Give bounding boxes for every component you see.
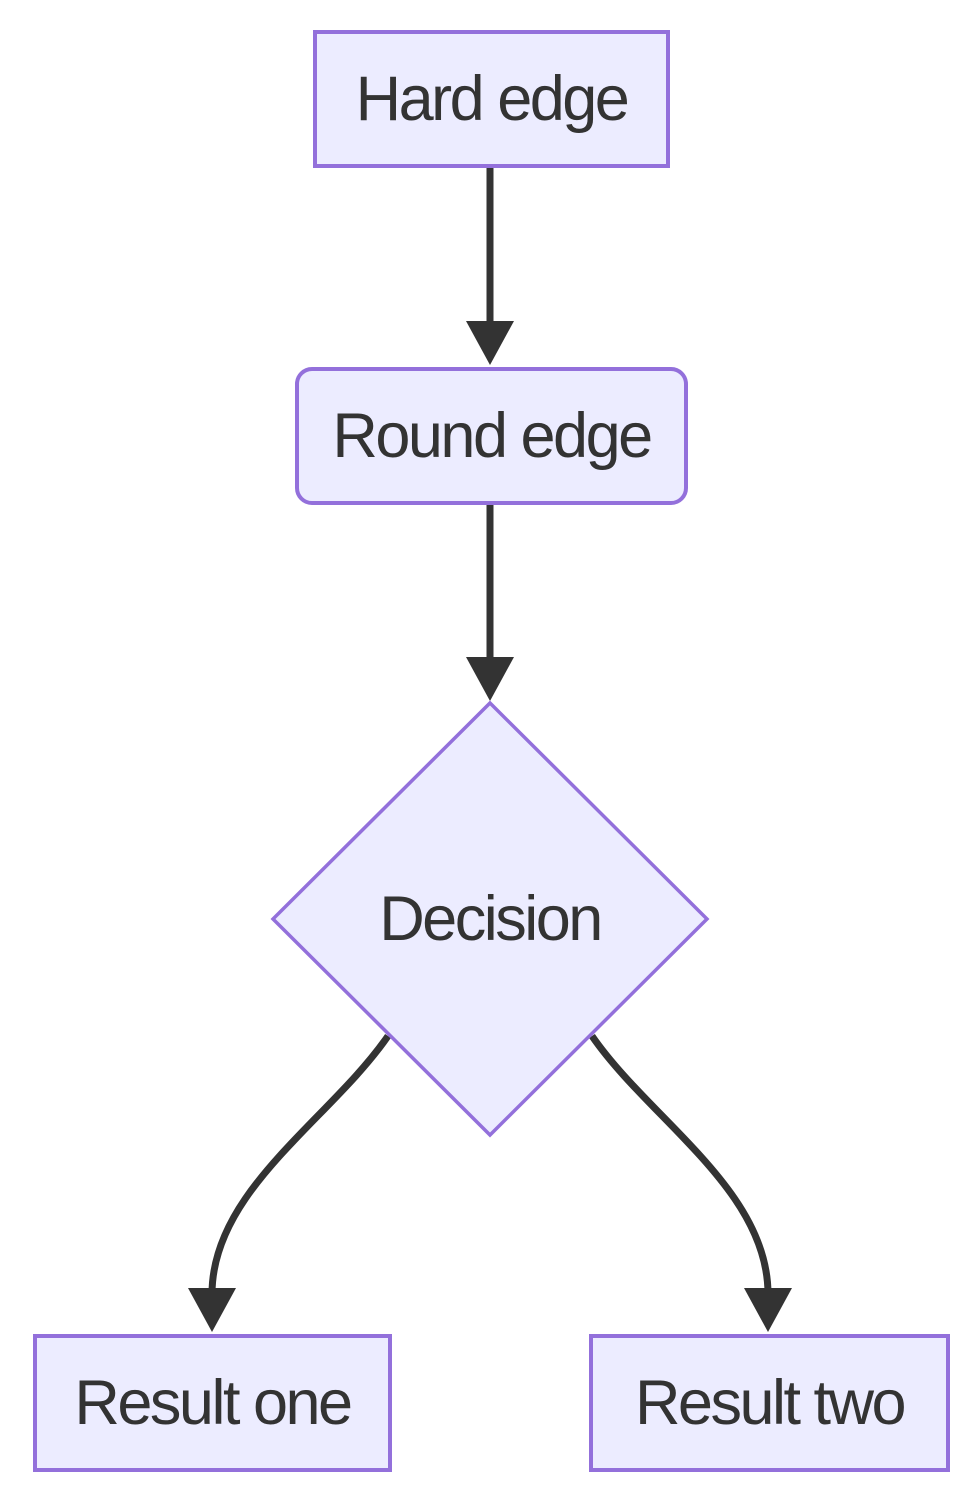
edge-decision-to-result-one-line xyxy=(208,1034,391,1295)
edge-decision-to-result-one xyxy=(188,1034,391,1332)
edge-decision-to-result-two-line xyxy=(589,1034,772,1295)
node-hard-edge-label: Hard edge xyxy=(355,63,630,134)
node-result-two: Result two xyxy=(589,1334,950,1472)
node-result-two-label: Result two xyxy=(634,1367,907,1438)
arrowhead-down-icon xyxy=(466,321,514,365)
arrowhead-down-icon xyxy=(188,1288,236,1332)
edge-hard-to-round xyxy=(466,168,514,365)
node-result-one-label: Result one xyxy=(74,1367,353,1438)
node-round-edge: Round edge xyxy=(295,367,688,505)
node-decision-shape xyxy=(270,700,710,1138)
node-round-edge-label: Round edge xyxy=(332,400,653,471)
edge-round-to-decision xyxy=(466,505,514,701)
node-result-one: Result one xyxy=(33,1334,392,1472)
node-hard-edge: Hard edge xyxy=(313,30,670,168)
arrowhead-down-icon xyxy=(466,657,514,701)
edge-decision-to-result-two xyxy=(589,1034,792,1332)
arrowhead-down-icon xyxy=(744,1288,792,1332)
